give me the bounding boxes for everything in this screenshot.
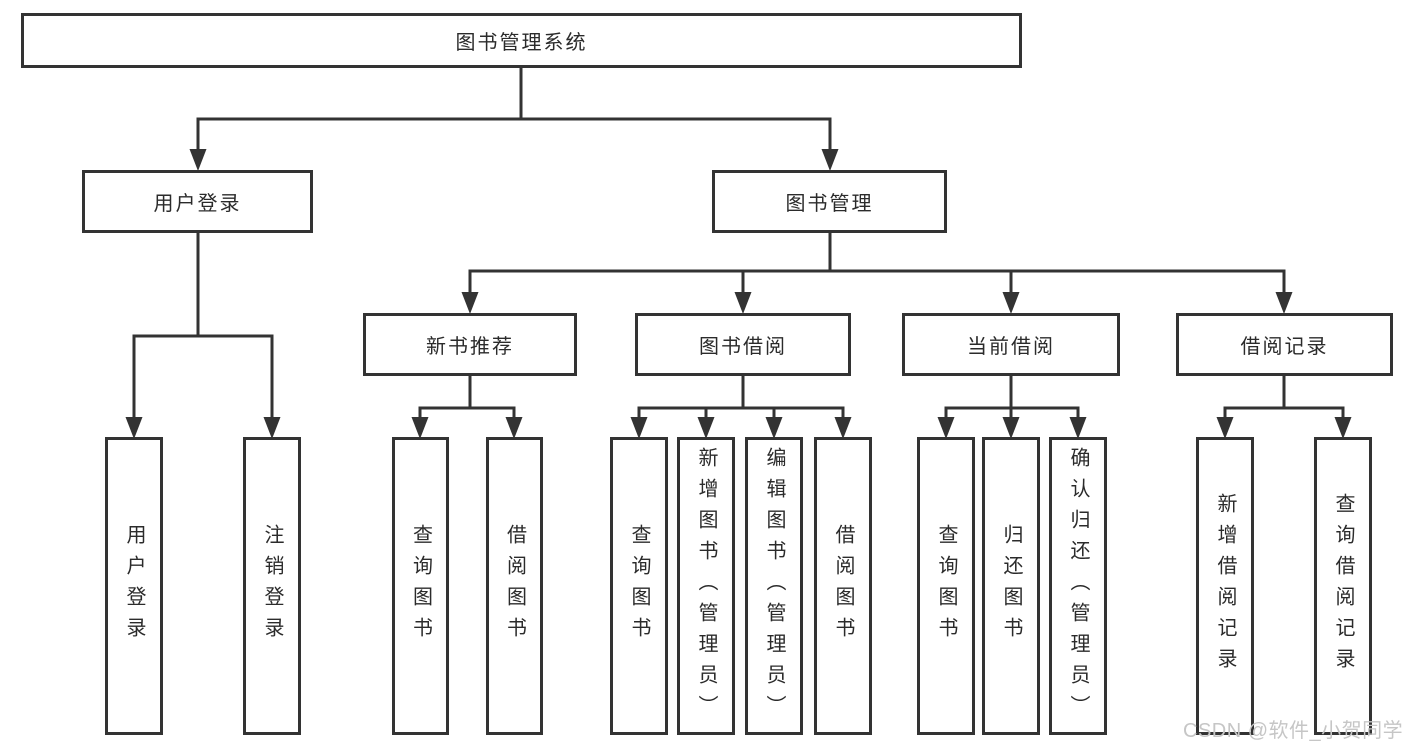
leaf-edit-book-admin: 编辑图书（管理员） [745, 437, 803, 735]
node-borrowing-records-label: 借阅记录 [1240, 336, 1329, 358]
leaf-query-books-borrowing-label: 查询图书 [628, 524, 650, 648]
leaf-add-borrow-record: 新增借阅记录 [1196, 437, 1254, 735]
node-book-borrowing: 图书借阅 [635, 313, 851, 376]
leaf-return-book-label: 归还图书 [1000, 524, 1022, 648]
node-book-borrowing-label: 图书借阅 [699, 336, 787, 358]
leaf-borrow-books-recommend-label: 借阅图书 [503, 524, 526, 648]
leaf-query-books-current: 查询图书 [917, 437, 975, 735]
node-book-management-label: 图书管理 [785, 193, 874, 215]
node-library-system-label: 图书管理系统 [455, 32, 588, 54]
node-library-system: 图书管理系统 [21, 13, 1022, 68]
leaf-query-borrow-record: 查询借阅记录 [1314, 437, 1372, 735]
leaf-borrow-books: 借阅图书 [814, 437, 872, 735]
leaf-query-books-borrowing: 查询图书 [610, 437, 668, 735]
leaf-user-login-label: 用户登录 [123, 524, 145, 648]
leaf-user-login: 用户登录 [105, 437, 163, 735]
node-borrowing-records: 借阅记录 [1176, 313, 1393, 376]
node-book-management: 图书管理 [712, 170, 947, 233]
leaf-query-books-recommend-label: 查询图书 [409, 524, 432, 648]
leaf-add-borrow-record-label: 新增借阅记录 [1214, 493, 1236, 679]
leaf-borrow-books-recommend: 借阅图书 [486, 437, 543, 735]
leaf-query-books-current-label: 查询图书 [935, 524, 957, 648]
leaf-logout: 注销登录 [243, 437, 301, 735]
node-current-borrowing-label: 当前借阅 [967, 336, 1055, 358]
leaf-query-borrow-record-label: 查询借阅记录 [1332, 493, 1354, 679]
leaf-borrow-books-label: 借阅图书 [832, 524, 854, 648]
leaf-confirm-return-admin: 确认归还（管理员） [1049, 437, 1107, 735]
node-user-login: 用户登录 [82, 170, 313, 233]
node-current-borrowing: 当前借阅 [902, 313, 1120, 376]
leaf-return-book: 归还图书 [982, 437, 1040, 735]
node-user-login-label: 用户登录 [153, 193, 242, 215]
leaf-add-book-admin-label: 新增图书（管理员） [695, 446, 717, 726]
leaf-edit-book-admin-label: 编辑图书（管理员） [763, 446, 785, 726]
watermark: CSDN @软件_小贺同学 [1183, 720, 1404, 742]
leaf-add-book-admin: 新增图书（管理员） [677, 437, 735, 735]
leaf-confirm-return-admin-label: 确认归还（管理员） [1067, 446, 1089, 726]
leaf-query-books-recommend: 查询图书 [392, 437, 449, 735]
node-new-book-recommend-label: 新书推荐 [426, 336, 514, 358]
leaf-logout-label: 注销登录 [261, 524, 283, 648]
node-new-book-recommend: 新书推荐 [363, 313, 577, 376]
